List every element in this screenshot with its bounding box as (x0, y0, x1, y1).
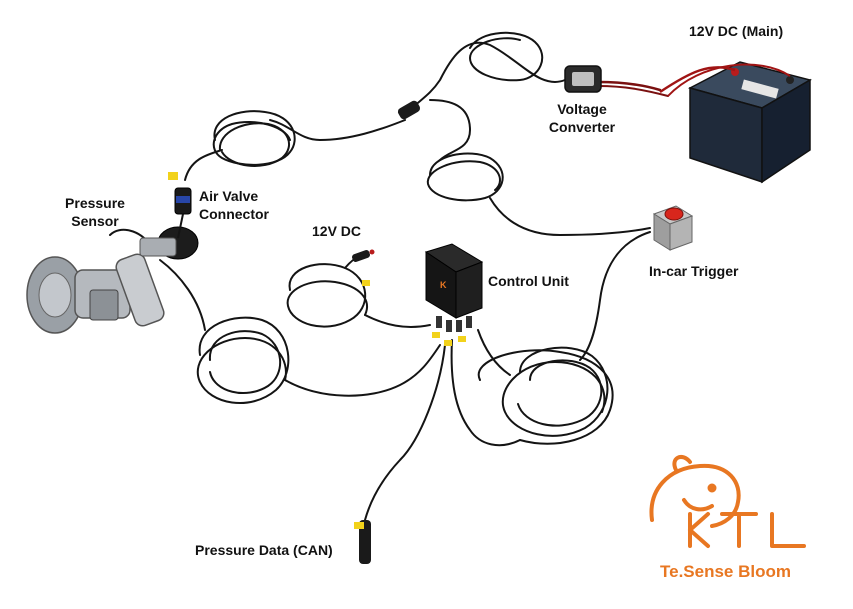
cable-coil-bottom-right-3 (477, 349, 614, 445)
can-plug-body (359, 520, 371, 564)
brand-product-name: Te.Sense Bloom (660, 562, 791, 581)
ktl-logo-eye (707, 483, 717, 493)
ktl-logo-head (649, 463, 741, 528)
cables (109, 31, 669, 521)
air-valve-fitting (139, 237, 177, 257)
battery-terminal-negative (786, 76, 794, 84)
sensor-tube (115, 253, 165, 327)
cable-12v-to-cu (364, 314, 431, 328)
ktl-logo-cheek (682, 498, 714, 512)
cable-to-airvalve-connector (184, 149, 223, 181)
control-unit-tag-2 (444, 340, 452, 346)
label-pressure-sensor-line1: Pressure (65, 195, 125, 211)
pressure-sensor-device (26, 226, 199, 334)
can-plug-device (354, 520, 371, 564)
ktl-logo-letter-l (770, 512, 806, 548)
battery-lead-red-2 (667, 63, 791, 97)
voltage-converter-device (564, 65, 602, 93)
label-pressure-sensor: Pressure Sensor (58, 194, 132, 230)
cable-cu-down (450, 339, 521, 447)
control-unit-port-1 (436, 316, 442, 328)
can-plug-tag (354, 522, 364, 529)
label-pressure-sensor-line2: Sensor (71, 213, 119, 229)
control-unit-port-2 (446, 320, 452, 332)
air-valve-connector-band (176, 196, 190, 203)
battery-side (761, 78, 811, 184)
label-air-valve-line2: Connector (199, 206, 269, 222)
air-valve-connector-lead (177, 213, 184, 239)
label-can-data: Pressure Data (CAN) (195, 542, 333, 558)
label-trigger: In-car Trigger (649, 263, 739, 279)
cable-coil-middle (426, 152, 504, 202)
control-unit-logo-mark: K (440, 280, 447, 290)
aux-power-plug-body (352, 250, 370, 262)
air-valve-connector-tag (168, 172, 178, 180)
control-unit-tag-3 (458, 336, 466, 342)
battery-label (741, 79, 779, 99)
cable-splitter (397, 100, 421, 120)
cable-to-trigger (489, 197, 651, 237)
label-control-unit: Control Unit (488, 273, 569, 289)
cable-coil-bottom-right (502, 346, 609, 437)
cable-junction-left (269, 119, 406, 142)
cable-left-to-cu (284, 344, 441, 397)
control-unit-device: K (424, 243, 484, 346)
cable-coil-left-2 (208, 330, 282, 395)
label-voltage-converter-line2: Converter (548, 119, 616, 135)
label-main-power: 12V DC (Main) (689, 23, 784, 39)
control-unit-tag-1 (432, 332, 440, 338)
aux-power-tag (362, 280, 370, 286)
label-air-valve-connector: Air Valve Connector (199, 187, 269, 223)
cable-coil-12v (286, 263, 368, 328)
cable-coil-airvalve-2 (218, 122, 290, 167)
cable-coil-left (196, 316, 290, 405)
trigger-box-side (669, 215, 693, 251)
cable-sensor-to-coil (159, 259, 206, 331)
battery-lead-red (659, 66, 736, 94)
sensor-nut (89, 289, 119, 321)
control-unit-port-4 (466, 316, 472, 328)
label-voltage-converter: Voltage Converter (542, 100, 622, 136)
cable-converter-battery-2 (597, 85, 669, 97)
label-aux-power: 12V DC (312, 223, 362, 239)
cable-trigger-down (579, 231, 651, 361)
label-voltage-converter-line1: Voltage (557, 101, 607, 117)
trigger-button (664, 207, 684, 221)
aux-power-plug-device (352, 249, 375, 286)
cable-junction-right (429, 99, 472, 161)
voltage-converter-panel (572, 72, 594, 86)
cable-coil-airvalve (212, 110, 296, 166)
sensor-flange-inner (38, 272, 72, 318)
air-valve-connector-device (168, 172, 192, 239)
control-unit-port-3 (456, 320, 462, 332)
label-air-valve-line1: Air Valve (199, 188, 259, 204)
cable-to-can (364, 344, 446, 521)
control-unit-side (455, 261, 483, 319)
cable-converter-battery (596, 80, 662, 92)
cable-coil-bottom-right-2 (517, 359, 603, 427)
trigger-device (652, 205, 694, 251)
cable-trunk (409, 41, 566, 111)
ktl-logo-letter-k (688, 512, 710, 548)
ktl-logo-ear (672, 454, 692, 472)
aux-power-plug-tip (369, 249, 375, 255)
battery-device (659, 61, 812, 184)
ktl-logo (649, 454, 806, 548)
cable-coil-top (468, 31, 544, 82)
ktl-logo-letter-t (720, 512, 758, 548)
cable-cu-to-right-coil (477, 329, 511, 376)
splitter-body (397, 100, 421, 120)
